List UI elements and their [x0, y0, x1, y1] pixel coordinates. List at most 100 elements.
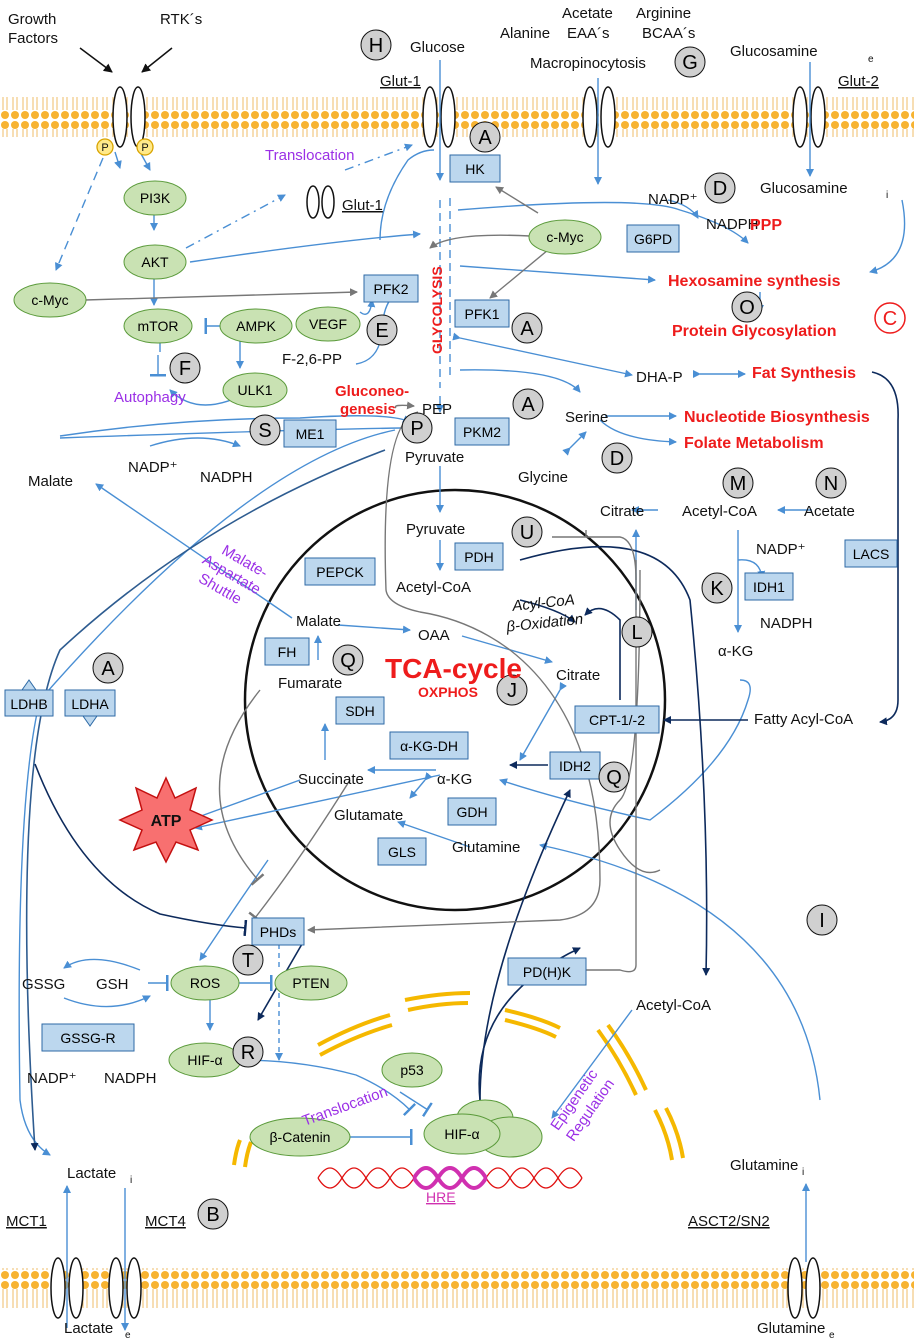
svg-text:PKM2: PKM2	[463, 424, 501, 440]
fatty-acylcoa-label: Fatty Acyl-CoA	[754, 711, 853, 728]
citrate-mito-label: Citrate	[556, 667, 600, 684]
marker-o: O	[731, 291, 763, 323]
enzyme-phds: PHDs	[251, 917, 305, 946]
plasma-membrane-top	[0, 97, 914, 137]
glucose-label: Glucose	[410, 39, 465, 56]
succinate-label: Succinate	[298, 771, 364, 788]
glut1-vesicle-label: Glut-1	[342, 197, 383, 214]
ppp-label: PPP	[750, 217, 782, 234]
epigenetic-label: Epigenetic Regulation	[547, 1066, 618, 1144]
nadph-bottom: NADPH	[104, 1070, 157, 1087]
atp-star: ATP	[118, 776, 214, 864]
acetylcoa-nuc-label: Acetyl-CoA	[636, 997, 711, 1014]
marker-e: E	[366, 314, 398, 346]
serine-label: Serine	[565, 409, 608, 426]
mct4-label: MCT4	[145, 1213, 186, 1230]
marker-a3: A	[512, 388, 544, 420]
glutamine-i-sub: i	[802, 1167, 804, 1178]
glut1-top-label: Glut-1	[380, 73, 421, 90]
svg-text:M: M	[730, 473, 747, 495]
svg-text:PTEN: PTEN	[292, 975, 329, 991]
enzyme-akgdh: α-KG-DH	[389, 731, 469, 760]
nucleotide-label: Nucleotide Biosynthesis	[684, 409, 870, 426]
marker-d2: D	[601, 442, 633, 474]
svg-text:c-Myc: c-Myc	[31, 292, 68, 308]
svg-text:mTOR: mTOR	[138, 318, 179, 334]
svg-text:B: B	[206, 1204, 219, 1226]
fumarate-label: Fumarate	[278, 675, 342, 692]
enzyme-hk: HK	[449, 154, 501, 183]
glucosamine-e-sub: e	[868, 54, 874, 65]
marker-p: P	[401, 412, 433, 444]
svg-text:D: D	[610, 448, 624, 470]
macropinocytosis-channel	[582, 86, 616, 148]
aa-alanine: Alanine	[500, 25, 550, 42]
svg-text:E: E	[375, 320, 388, 342]
svg-text:HIF-α: HIF-α	[444, 1126, 479, 1142]
protein-pi3k: PI3K	[123, 180, 187, 216]
svg-text:A: A	[478, 127, 492, 149]
glycine-label: Glycine	[518, 469, 568, 486]
nadp-right: NADP⁺	[756, 541, 806, 558]
marker-g: G	[674, 46, 706, 78]
svg-text:R: R	[241, 1042, 255, 1064]
tca-label: TCA-cycle	[385, 653, 522, 684]
svg-text:LACS: LACS	[853, 546, 890, 562]
dhap-label: DHA-P	[636, 369, 683, 386]
svg-text:ME1: ME1	[296, 426, 325, 442]
marker-s: S	[249, 414, 281, 446]
svg-text:J: J	[507, 680, 517, 702]
glut1-transporter	[422, 86, 456, 148]
svg-text:Q: Q	[606, 767, 622, 789]
aa-arginine: Arginine	[636, 5, 691, 22]
svg-text:O: O	[739, 297, 755, 319]
enzyme-ldhb: LDHB	[4, 679, 54, 717]
hexosamine-label: Hexosamine synthesis	[668, 273, 841, 290]
protein-cmyc-top: c-Myc	[528, 219, 602, 255]
nadp-bottom: NADP⁺	[27, 1070, 77, 1087]
svg-text:D: D	[713, 178, 727, 200]
glutamine-e-sub: e	[829, 1330, 835, 1339]
protein-akt: AKT	[123, 244, 187, 280]
enzyme-pdh: PDH	[454, 542, 504, 571]
svg-text:LDHB: LDHB	[10, 696, 47, 712]
nadph-mid: NADPH	[200, 469, 253, 486]
marker-a4: A	[92, 652, 124, 684]
svg-text:SDH: SDH	[345, 703, 375, 719]
rtks-label: RTK´s	[160, 11, 202, 28]
acetylcoa-mito-label: Acetyl-CoA	[396, 579, 471, 596]
svg-text:GLS: GLS	[388, 844, 416, 860]
dna-strand	[317, 1166, 583, 1190]
marker-l: L	[621, 616, 653, 648]
protein-hif-nuc: HIF-α	[423, 1099, 543, 1158]
svg-text:AKT: AKT	[141, 254, 169, 270]
mct1-transporter	[50, 1257, 84, 1319]
svg-text:GSSG-R: GSSG-R	[60, 1030, 115, 1046]
gsh-label: GSH	[96, 976, 129, 993]
nadp-mid: NADP⁺	[128, 459, 178, 476]
f26pp-label: F-2,6-PP	[282, 351, 342, 368]
arrows-dark	[25, 371, 899, 1151]
asct2-label: ASCT2/SN2	[688, 1213, 770, 1230]
citrate-out-label: Citrate	[600, 503, 644, 520]
malate-out-label: Malate	[28, 473, 73, 490]
svg-text:LDHA: LDHA	[71, 696, 109, 712]
glucosamine-i-label: Glucosamine	[760, 180, 848, 197]
protein-nodes: PI3K AKT c-Myc c-Myc mTOR AMPK ULK1 VEGF…	[13, 180, 602, 1158]
svg-text:GDH: GDH	[456, 804, 487, 820]
shuttle-label: Malate- Aspartate Shuttle	[196, 542, 271, 608]
svg-text:S: S	[258, 420, 271, 442]
protein-ampk: AMPK	[219, 308, 293, 344]
protein-bcatenin: β-Catenin	[249, 1117, 351, 1157]
acetate-label: Acetate	[804, 503, 855, 520]
svg-text:A: A	[520, 318, 534, 340]
enzyme-me1: ME1	[283, 419, 337, 448]
marker-d1: D	[704, 172, 736, 204]
hre-label: HRE	[426, 1189, 456, 1205]
svg-text:T: T	[242, 950, 254, 972]
svg-text:H: H	[369, 35, 383, 57]
svg-text:ROS: ROS	[190, 975, 220, 991]
svg-text:AMPK: AMPK	[236, 318, 276, 334]
enzyme-sdh: SDH	[335, 696, 385, 725]
